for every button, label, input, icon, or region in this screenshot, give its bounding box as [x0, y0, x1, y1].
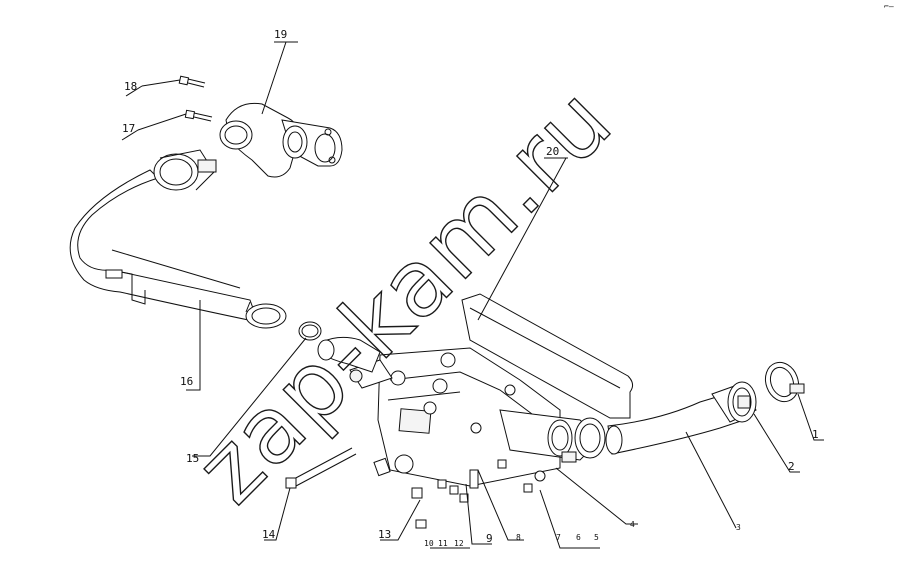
- callout-2: 2: [788, 460, 795, 473]
- callout-17: 17: [122, 122, 135, 135]
- callout-12: 12: [454, 539, 464, 548]
- callout-19: 19: [274, 28, 287, 41]
- callout-labels: 1 2 3 4 5 6 7 8 9 10 11 12 13 14 15 16 1…: [122, 28, 819, 548]
- part-19-elbow-flange: [219, 102, 343, 178]
- callout-16: 16: [180, 375, 193, 388]
- part-16-long-tube: [69, 169, 287, 329]
- callout-11: 11: [438, 539, 448, 548]
- callout-1: 1: [812, 428, 819, 441]
- callout-4: 4: [630, 520, 635, 529]
- callout-14: 14: [262, 528, 276, 541]
- callout-6: 6: [576, 533, 581, 542]
- corner-mark: ⌐–: [884, 2, 894, 11]
- part-14-long-bolt: [285, 447, 357, 489]
- small-fasteners: [373, 454, 546, 529]
- part-17-bolt: [184, 109, 213, 122]
- part-16-clamp: [153, 149, 217, 191]
- leader-lines: [121, 41, 824, 549]
- callout-9: 9: [486, 532, 493, 545]
- callout-8: 8: [516, 533, 521, 542]
- outlet-tube: [499, 409, 606, 463]
- callout-10: 10: [424, 539, 434, 548]
- callout-13: 13: [378, 528, 391, 541]
- callout-18: 18: [124, 80, 137, 93]
- callout-7: 7: [556, 533, 561, 542]
- part-2-hose: [605, 381, 757, 455]
- part-1-clamp: [764, 361, 805, 403]
- callout-3: 3: [736, 523, 741, 532]
- callout-20: 20: [546, 145, 559, 158]
- elbow-inlet: [317, 336, 381, 373]
- callout-15: 15: [186, 452, 199, 465]
- part-18-bolt: [178, 75, 206, 88]
- callout-5: 5: [594, 533, 599, 542]
- part-15-o-ring: [298, 321, 322, 341]
